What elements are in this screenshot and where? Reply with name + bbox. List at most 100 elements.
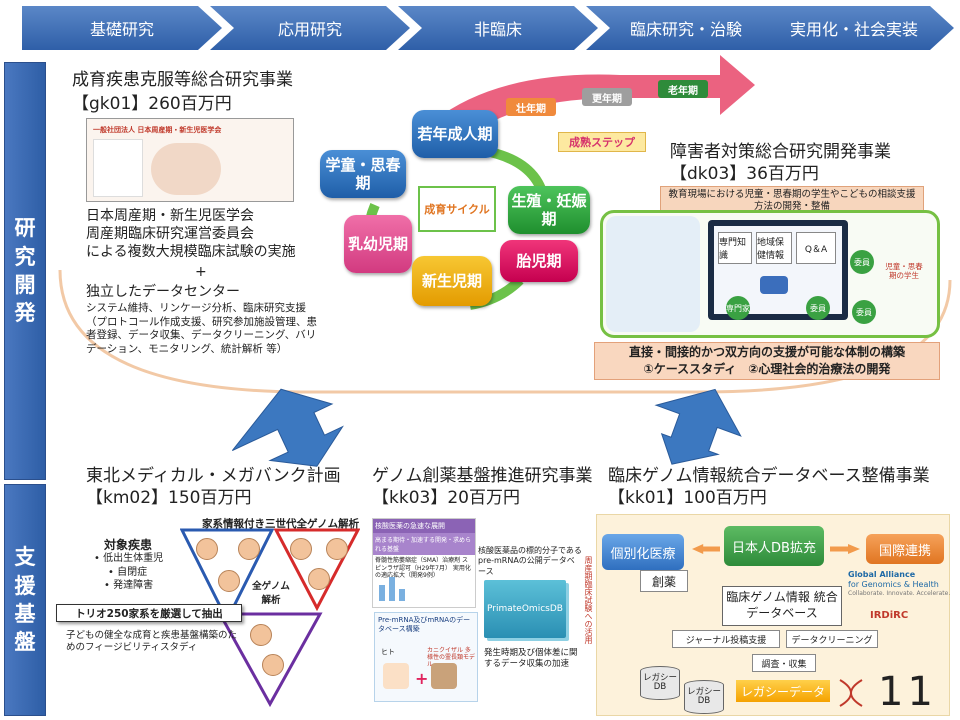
dk03-classroom xyxy=(606,216,700,332)
monkey-label: カニクイザル 多様性の霊長類モデル xyxy=(427,647,476,669)
cycle-fetal: 胎児期 xyxy=(500,240,578,282)
dk03-support-box: 直接・間接的かつ双方向の支援が可能な体制の構築 ①ケーススタディ ②心理社会的治… xyxy=(594,342,940,380)
baby-icon xyxy=(383,663,409,689)
phase-label: 非臨床 xyxy=(473,20,522,39)
phase-clinical: 臨床研究・治験 xyxy=(586,6,786,50)
maturity-step-label: 成熟ステップ xyxy=(558,132,646,152)
support-line: ①ケーススタディ ②心理社会的治療法の開発 xyxy=(643,362,891,376)
gk01-title: 成育疾患克服等総合研究事業 xyxy=(72,70,293,90)
dk03-member-badge: 委員 xyxy=(806,296,830,320)
up-arrow-right xyxy=(654,388,742,465)
kk01-cleaning: データクリーニング xyxy=(786,630,878,648)
dk03-title: 障害者対策総合研究開発事業 xyxy=(670,142,891,162)
kk03-mrna-panel: Pre-mRNA及びmRNAのデータベース構築 ヒト カニクイザル 多様性の霊長… xyxy=(374,612,478,702)
panel-head: 核酸医薬の急速な展開 xyxy=(373,519,475,533)
gk01-line2: 周産期臨床研究運営委員会 xyxy=(86,226,254,242)
person-icon xyxy=(196,538,218,560)
kk01-title: 臨床ゲノム情報統合データベース整備事業 xyxy=(608,466,930,486)
kk01-legacy-data: レガシーデータ xyxy=(736,680,830,702)
sidebar-char: 開 xyxy=(14,273,36,297)
sidebar-char: 研 xyxy=(14,216,36,241)
kk01-legacy-db: レガシー DB xyxy=(684,680,724,714)
kk01-personalized: 個別化医療 xyxy=(602,534,684,570)
dk03-screen-item: 地域保健情報 xyxy=(756,232,792,264)
web-sidebar xyxy=(93,139,143,197)
up-arrow-left xyxy=(231,388,344,467)
gk01-line3: による複数大規模臨床試験の実施 xyxy=(86,244,296,260)
kk01-drug: 創薬 xyxy=(640,570,688,592)
phase-label: 基礎研究 xyxy=(89,20,154,39)
person-icon xyxy=(290,538,312,560)
panel-sub: 高まる期待・加速する開発・求められる基盤 xyxy=(373,533,475,555)
arrow-right-icon xyxy=(830,544,860,554)
kk01-code: 【kk01】100百万円 xyxy=(608,488,767,508)
web-banner-text: 一般社団法人 日本周産期・新生児医学会 xyxy=(93,126,222,134)
kk01-intl: 国際連携 xyxy=(866,534,944,564)
support-line: 直接・間接的かつ双方向の支援が可能な体制の構築 xyxy=(628,345,905,360)
phase-label: 実用化・社会実装 xyxy=(789,20,918,39)
km02-title: 東北メディカル・メガバンク計画 xyxy=(86,466,341,486)
dk03-expert-badge: 専門家 xyxy=(726,296,750,320)
person-icon xyxy=(238,538,260,560)
disease-item: • 低出生体重児 xyxy=(94,553,164,564)
person-icon xyxy=(262,654,284,676)
ga4gh-line: for Genomics & Health xyxy=(848,580,939,589)
km02-disease-list: • 低出生体重児 • 自閉症 • 発達障害 xyxy=(94,552,163,593)
person-icon xyxy=(326,538,348,560)
cycle-infant: 乳幼児期 xyxy=(344,215,412,273)
km02-code: 【km02】150百万円 xyxy=(86,488,252,508)
disease-item: • 発達障害 xyxy=(104,580,154,591)
sidebar-char: 援 xyxy=(14,573,36,598)
km02-trio-box: トリオ250家系を厳選して抽出 xyxy=(56,604,242,622)
kk01-survey: 調査・収集 xyxy=(752,654,816,672)
dk03-member-badge: 委員 xyxy=(852,300,876,324)
person-icon xyxy=(218,570,240,592)
web-photo xyxy=(151,143,221,195)
arrow-left-icon xyxy=(692,544,720,554)
phase-nonclinical: 非臨床 xyxy=(398,6,598,50)
sidebar-char: 発 xyxy=(14,301,36,326)
kk03-left-panel: 核酸医薬の急速な展開 高まる期待・加速する開発・求められる基盤 脊髄性筋萎縮症（… xyxy=(372,518,476,608)
km02-genome-label: 家系情報付き三世代全ゲノム解析 xyxy=(202,518,360,530)
cycle-newborn: 新生児期 xyxy=(412,256,492,306)
gk01-line1: 日本周産期・新生児医学会 xyxy=(86,208,254,224)
kk01-integrated-db: 臨床ゲノム情報 統合データベース xyxy=(722,586,842,626)
kk01-journal: ジャーナル投稿支援 xyxy=(672,630,780,648)
person-icon xyxy=(250,624,272,646)
irdirc-logo: IRDiRC xyxy=(870,610,909,621)
phase-applied-research: 応用研究 xyxy=(210,6,410,50)
disease-text: 発達障害 xyxy=(113,580,154,591)
stage-later: 更年期 xyxy=(582,88,632,106)
phase-practical: 実用化・社会実装 xyxy=(754,6,954,50)
gk01-code: 【gk01】260百万円 xyxy=(72,94,232,114)
kk03-nucleic-text: 核酸医薬品の標的分子である pre-mRNAの公開データベース xyxy=(478,546,582,576)
kk03-title: ゲノム創薬基盤推進研究事業 xyxy=(372,466,593,486)
cycle-young-adult: 若年成人期 xyxy=(412,110,498,158)
sidebar-char: 究 xyxy=(14,244,36,269)
gk01-line4: 独立したデータセンター xyxy=(86,284,240,300)
phase-basic-research: 基礎研究 xyxy=(22,6,222,50)
dk03-code: 【dk03】36百万円 xyxy=(670,164,819,184)
ga4gh-line: Global Alliance xyxy=(848,570,916,579)
dk03-screen-item: Q＆A xyxy=(796,232,836,264)
disease-item: • 自閉症 xyxy=(108,566,148,578)
ga4gh-logo: Global Alliance for Genomics & Health Co… xyxy=(848,570,950,598)
sidebar-research: 研 究 開 発 xyxy=(4,62,46,480)
cycle-center-label: 成育サイクル xyxy=(418,186,496,232)
kk03-accel: 発生時期及び個体差に関するデータ収集の加速 xyxy=(484,648,578,670)
disease-text: 自閉症 xyxy=(117,566,148,578)
disease-text: 低出生体重児 xyxy=(103,553,164,564)
dna-icon xyxy=(836,678,866,708)
monkey-icon xyxy=(431,663,457,689)
km02-full-genome: 全ゲノム解析 xyxy=(252,581,290,606)
orange-curve xyxy=(58,269,952,394)
dk03-screen-item: 専門知識 xyxy=(718,232,752,264)
panel-note: 脊髄性筋萎縮症（SMA）治療剤 スピンラザ認可（H29年7月） 実用化の適応拡大… xyxy=(375,557,471,579)
phase-label: 臨床研究・治験 xyxy=(629,20,742,39)
km02-disease-title: 対象疾患 xyxy=(104,538,153,552)
sidebar-char: 基 xyxy=(14,602,36,626)
sidebar-char: 支 xyxy=(14,545,36,570)
gk01-plus: + xyxy=(195,264,207,280)
chat-bubble-icon xyxy=(760,276,788,294)
kk03-side-vertical: 周産期臨床試験への活用 xyxy=(584,556,593,644)
